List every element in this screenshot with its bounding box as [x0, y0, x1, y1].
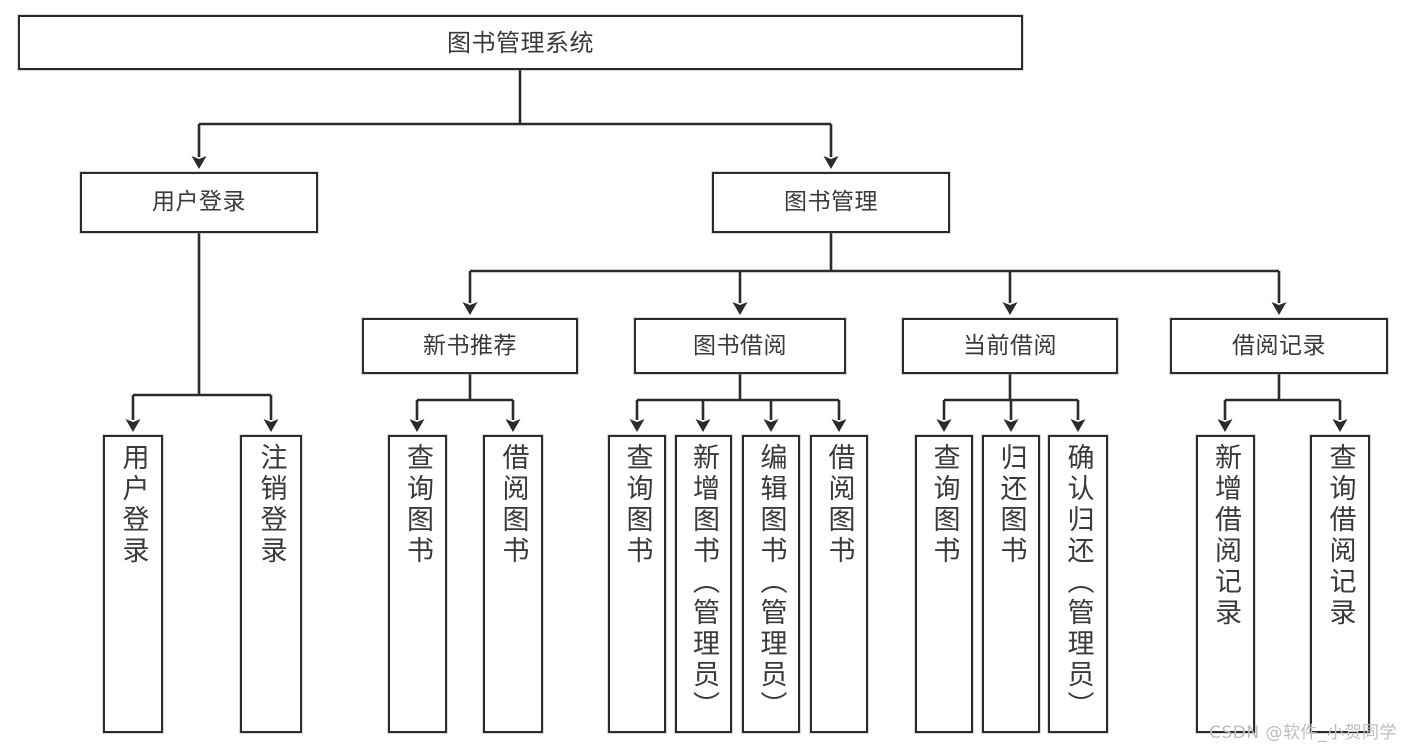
node-label: 注销登录 [255, 443, 287, 567]
node-label: 新增借阅记录 [1210, 443, 1241, 629]
node-label: 归还图书 [995, 443, 1027, 567]
node-book-borrow[interactable]: 图书借阅 [634, 318, 846, 374]
leaf-add-borrow-record[interactable]: 新增借阅记录 [1196, 435, 1255, 733]
leaf-query-borrow-record[interactable]: 查询借阅记录 [1310, 435, 1370, 733]
node-book-management-system[interactable]: 图书管理系统 [18, 15, 1023, 70]
node-label: 新增图书（管理员） [688, 443, 719, 722]
node-label: 新书推荐 [423, 332, 517, 359]
leaf-borrow-book[interactable]: 借阅图书 [810, 435, 868, 733]
watermark: CSDN @软件_小贺同学 [1209, 723, 1397, 743]
leaf-user-login[interactable]: 用户登录 [103, 435, 163, 733]
leaf-query-book-borrow[interactable]: 查询图书 [608, 435, 666, 733]
node-label: 查询图书 [928, 443, 960, 567]
leaf-borrow-book-recommend[interactable]: 借阅图书 [483, 435, 543, 733]
node-label: 图书借阅 [693, 332, 787, 359]
leaf-query-book-current[interactable]: 查询图书 [915, 435, 973, 733]
node-label: 用户登录 [152, 189, 246, 216]
node-label: 当前借阅 [963, 332, 1057, 359]
node-label: 查询借阅记录 [1324, 443, 1356, 629]
leaf-edit-book-admin[interactable]: 编辑图书（管理员） [742, 435, 800, 733]
node-label: 确认归还（管理员） [1062, 443, 1094, 722]
node-label: 用户登录 [117, 443, 149, 567]
leaf-logout[interactable]: 注销登录 [240, 435, 302, 733]
node-book-management[interactable]: 图书管理 [712, 172, 950, 233]
leaf-confirm-return-admin[interactable]: 确认归还（管理员） [1048, 435, 1108, 733]
leaf-return-book[interactable]: 归还图书 [982, 435, 1040, 733]
node-label: 编辑图书（管理员） [755, 443, 787, 722]
node-label: 借阅记录 [1232, 332, 1326, 359]
leaf-add-book-admin[interactable]: 新增图书（管理员） [675, 435, 732, 733]
leaf-query-book-recommend[interactable]: 查询图书 [388, 435, 447, 733]
node-label: 图书管理系统 [447, 28, 594, 57]
node-label: 借阅图书 [823, 443, 855, 567]
node-label: 图书管理 [784, 189, 878, 216]
node-borrow-record[interactable]: 借阅记录 [1170, 318, 1388, 374]
node-user-login[interactable]: 用户登录 [80, 172, 318, 233]
node-current-borrow[interactable]: 当前借阅 [902, 318, 1118, 374]
node-label: 查询图书 [621, 443, 653, 567]
node-new-book-recommend[interactable]: 新书推荐 [362, 318, 578, 374]
node-label: 查询图书 [402, 443, 433, 567]
node-label: 借阅图书 [497, 443, 529, 567]
